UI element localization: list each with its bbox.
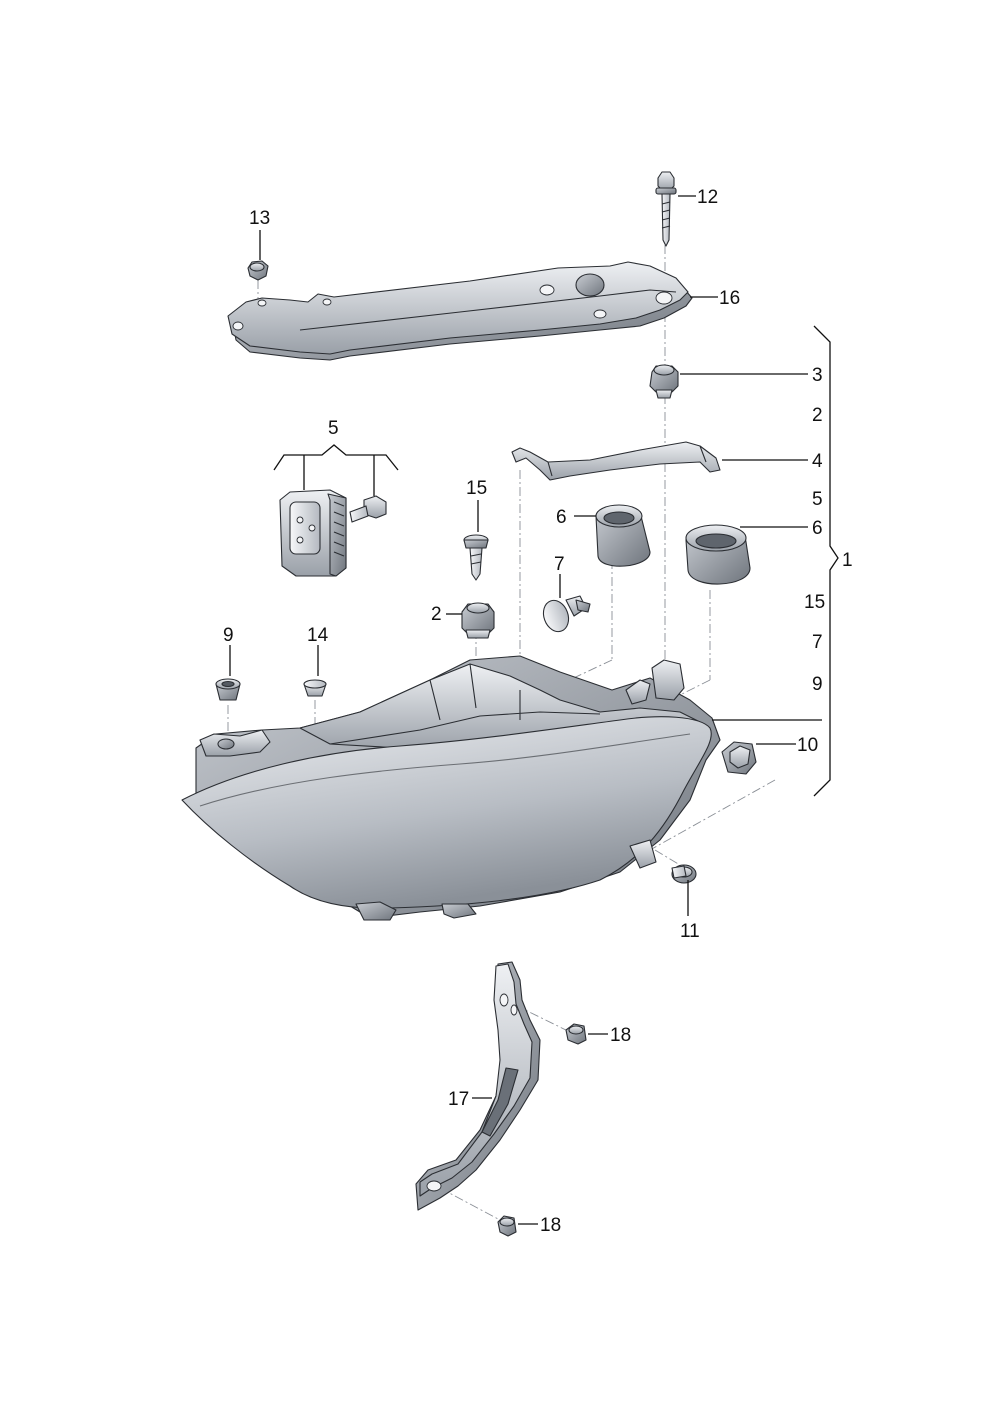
part-4-trim-strip: [511, 441, 721, 481]
label-11: 12: [697, 187, 718, 208]
part-13-nut: [247, 260, 269, 281]
label-18-lower: 18: [540, 1215, 561, 1236]
label-3: 3: [812, 365, 823, 386]
label-7-list: 7: [812, 632, 823, 653]
label-7: 7: [554, 554, 565, 575]
part-2-adjuster: [461, 602, 495, 639]
label-17: 17: [448, 1089, 469, 1110]
label-2: 2: [431, 604, 442, 625]
label-4: 4: [812, 451, 823, 472]
label-16: 16: [719, 288, 740, 309]
leader-lines: [229, 195, 839, 1225]
label-15: 15: [466, 478, 487, 499]
part-11-screw: [655, 171, 677, 247]
label-12: 14: [307, 625, 329, 646]
part-5-control-unit: [279, 489, 347, 577]
part-3-adjuster: [649, 364, 679, 399]
label-6-left: 6: [556, 507, 567, 528]
label-18-upper: 18: [610, 1025, 631, 1046]
part-18-nut-upper: [565, 1023, 587, 1045]
part-15-screw: [463, 534, 489, 581]
part-labels: 12 13 16 3 2 4 5 6 1 15 7 9 10 5 15 6 7 …: [223, 187, 853, 1236]
part-5-screw: [349, 495, 387, 523]
part-16-carrier-bracket: [227, 261, 693, 361]
label-13: 13: [249, 208, 270, 229]
label-5-top: 5: [328, 418, 339, 439]
part-6-cap-large: [685, 524, 751, 585]
part-14-bolt: [671, 864, 697, 884]
label-9: 9: [223, 625, 234, 646]
label-6-right: 6: [812, 518, 823, 539]
part-6-cap-small: [595, 504, 651, 567]
part-7-bulb: [542, 595, 591, 633]
label-9-list: 9: [812, 674, 823, 695]
label-2-list: 2: [812, 405, 823, 426]
part-12-plug: [303, 679, 327, 697]
headlight-housing: [181, 655, 721, 921]
part-10-clip: [721, 741, 757, 775]
label-10: 10: [797, 735, 818, 756]
label-1: 1: [842, 550, 853, 571]
label-14: 11: [680, 921, 700, 942]
label-15-list: 15: [804, 592, 825, 613]
part-17-side-bracket: [415, 961, 541, 1211]
part-18-nut-lower: [497, 1215, 517, 1237]
label-5-list: 5: [812, 489, 823, 510]
part-9-grommet: [215, 678, 241, 701]
